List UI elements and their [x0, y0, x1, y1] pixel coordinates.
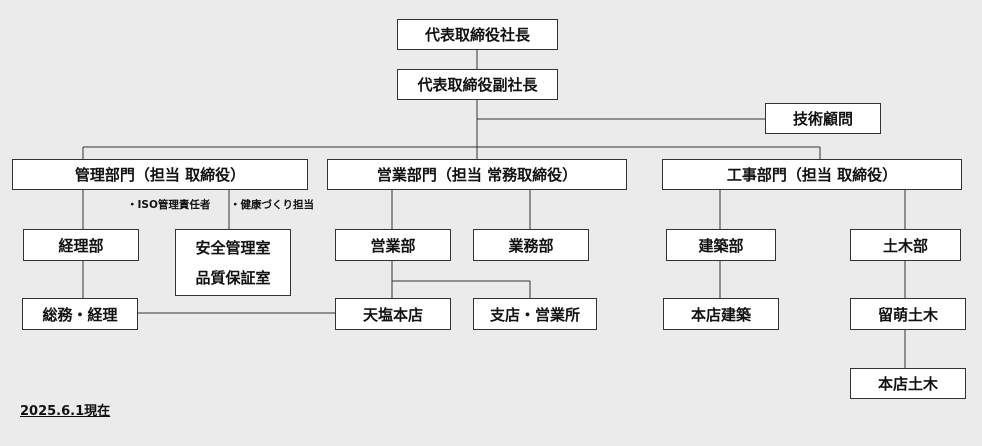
- president-box: 代表取締役社長: [397, 19, 558, 50]
- sales-dept-box: 営業部門（担当 常務取締役）: [327, 159, 627, 190]
- health-note: ・健康づくり担当: [230, 199, 314, 211]
- admin-dept-label: 管理部門（担当 取締役）: [74, 166, 246, 184]
- main-architecture-label: 本店建築: [690, 305, 751, 324]
- main-civil-box: 本店土木: [850, 368, 966, 399]
- main-architecture-box: 本店建築: [663, 298, 779, 330]
- business-box: 業務部: [473, 229, 589, 261]
- architecture-label: 建築部: [698, 236, 744, 255]
- safety-quality-box: 安全管理室 品質保証室: [175, 229, 291, 296]
- president-label: 代表取締役社長: [424, 26, 530, 44]
- advisor-box: 技術顧問: [765, 103, 881, 134]
- safety-room-label: 安全管理室: [195, 238, 271, 257]
- admin-dept-box: 管理部門（担当 取締役）: [12, 159, 308, 190]
- business-label: 業務部: [508, 236, 554, 255]
- vice-president-label: 代表取締役副社長: [417, 76, 538, 94]
- construction-dept-label: 工事部門（担当 取締役）: [726, 166, 898, 184]
- main-civil-label: 本店土木: [877, 375, 938, 393]
- general-affairs-label: 総務・経理: [42, 305, 118, 324]
- teshio-main-box: 天塩本店: [335, 298, 451, 330]
- general-affairs-box: 総務・経理: [22, 298, 138, 330]
- civil-label: 土木部: [882, 236, 928, 255]
- teshio-main-label: 天塩本店: [362, 305, 423, 324]
- branches-box: 支店・営業所: [473, 298, 597, 330]
- construction-dept-box: 工事部門（担当 取締役）: [662, 159, 962, 190]
- branches-label: 支店・営業所: [489, 305, 580, 324]
- rumoi-civil-label: 留萌土木: [877, 305, 938, 324]
- as-of-date: 2025.6.1現在: [20, 404, 111, 419]
- vice-president-box: 代表取締役副社長: [397, 69, 558, 100]
- iso-note: ・ISO管理責任者: [127, 199, 211, 211]
- sales-label: 営業部: [370, 236, 416, 255]
- advisor-label: 技術顧問: [792, 110, 853, 128]
- sales-box: 営業部: [335, 229, 451, 261]
- accounting-label: 経理部: [58, 236, 104, 255]
- civil-box: 土木部: [850, 229, 961, 261]
- architecture-box: 建築部: [666, 229, 776, 261]
- sales-dept-label: 営業部門（担当 常務取締役）: [376, 166, 578, 184]
- quality-room-label: 品質保証室: [195, 268, 271, 287]
- accounting-box: 経理部: [23, 229, 139, 261]
- rumoi-civil-box: 留萌土木: [850, 298, 966, 330]
